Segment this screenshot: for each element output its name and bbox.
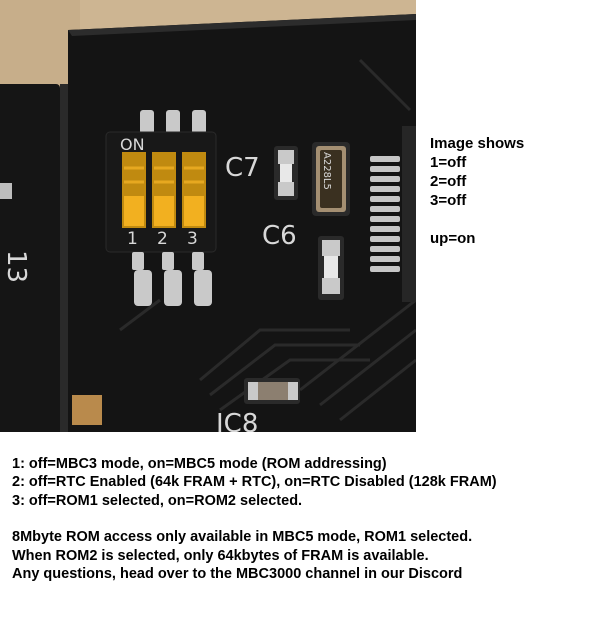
setting-line-1: 1: off=MBC3 mode, on=MBC5 mode (ROM addr… xyxy=(12,456,387,472)
silkscreen-c7: C7 xyxy=(225,153,260,183)
note-discord: Any questions, head over to the MBC3000 … xyxy=(12,566,463,583)
switch-on-label: ON xyxy=(120,135,145,154)
pcb-photo: 13 ON 1 xyxy=(0,0,416,432)
switch-number-2: 2 xyxy=(157,229,168,249)
capacitor-c7 xyxy=(274,146,298,200)
switch-state-note: Image shows 1=off 2=off 3=off up=on xyxy=(430,134,524,248)
crystal-marking: A228L5 xyxy=(321,152,332,190)
switch-knob-2 xyxy=(154,196,174,226)
switch-top-pins xyxy=(140,110,206,134)
silkscreen-c6: C6 xyxy=(262,221,297,251)
note-fram: When ROM2 is selected, only 64kbytes of … xyxy=(12,547,429,564)
silkscreen-13: 13 xyxy=(1,250,31,283)
note-line-1: 1=off xyxy=(430,154,467,171)
note-line-3: 3=off xyxy=(430,192,467,209)
ic-pins xyxy=(370,156,400,272)
note-title: Image shows xyxy=(430,135,525,152)
pcb-traces xyxy=(119,58,416,422)
switch-description: 1: off=MBC3 mode, on=MBC5 mode (ROM addr… xyxy=(12,455,497,583)
capacitor-c6 xyxy=(318,236,344,300)
switch-knob-3 xyxy=(184,196,204,226)
note-legend: up=on xyxy=(430,230,476,247)
silkscreen-ic8: IC8 xyxy=(216,409,258,432)
ic-body xyxy=(402,126,416,302)
note-line-2: 2=off xyxy=(430,173,467,190)
corner-pad xyxy=(72,395,102,425)
main-board xyxy=(68,14,416,432)
note-rom-access: 8Mbyte ROM access only available in MBC5… xyxy=(12,529,473,546)
switch-number-3: 3 xyxy=(187,229,198,249)
resistor xyxy=(244,378,300,404)
dip-switch: ON 1 2 3 xyxy=(105,131,217,253)
crystal-oscillator: A228L5 xyxy=(312,142,350,216)
setting-line-2: 2: off=RTC Enabled (64k FRAM + RTC), on=… xyxy=(12,474,497,491)
setting-line-3: 3: off=ROM1 selected, on=ROM2 selected. xyxy=(12,492,303,509)
switch-number-1: 1 xyxy=(127,229,138,249)
switch-knob-1 xyxy=(124,196,144,226)
left-board xyxy=(0,84,60,432)
switch-bottom-pins xyxy=(132,252,212,306)
